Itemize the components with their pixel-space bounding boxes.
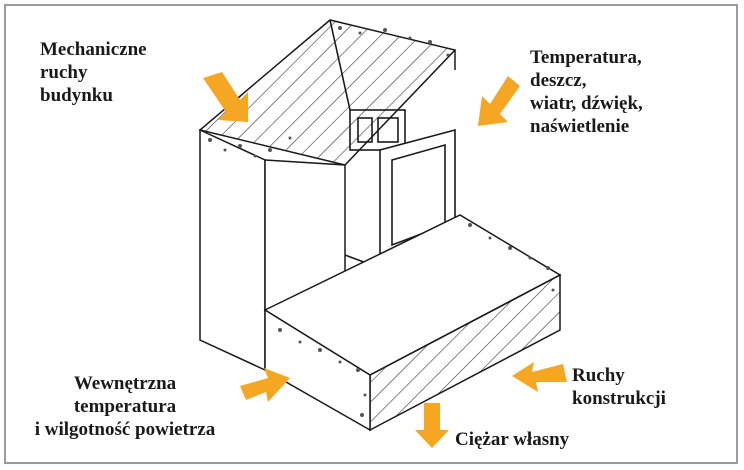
arrow-construction [512,362,567,392]
label-weather-line3: wiatr, dźwięk, [530,93,643,114]
label-mechanical-line2: ruchy [40,62,88,83]
label-weather-line4: naświetlenie [530,116,630,137]
label-mechanical: Mechaniczne ruchy budynku [40,38,147,107]
lower-wall-left-face [264,308,371,432]
label-interior-line1: Wewnętrzna [73,373,177,394]
label-construction: Ruchy konstrukcji [572,364,666,410]
label-interior-line2: temperatura [73,396,177,417]
label-interior-line3: i wilgotność powietrza [34,419,216,440]
label-weight-line1: Ciężar własny [455,429,570,450]
label-mechanical-line1: Mechaniczne [40,39,147,60]
arrow-weight [415,403,449,448]
arrow-interior [240,368,290,402]
arrow-weather [478,76,520,126]
label-mechanical-line3: budynku [40,85,113,106]
concrete-texture [208,26,555,417]
upper-wall-left-face [199,128,266,372]
label-weather: Temperatura, deszcz, wiatr, dźwięk, naśw… [530,46,643,138]
label-construction-line2: konstrukcji [572,388,666,409]
label-interior: Wewnętrzna temperatura i wilgotność powi… [14,372,236,441]
label-weather-line2: deszcz, [530,70,587,91]
label-weight: Ciężar własny [455,428,569,451]
label-construction-line1: Ruchy [572,365,625,386]
arrows [203,72,567,448]
label-weather-line1: Temperatura, [530,47,642,68]
arrow-mechanical [203,72,248,122]
